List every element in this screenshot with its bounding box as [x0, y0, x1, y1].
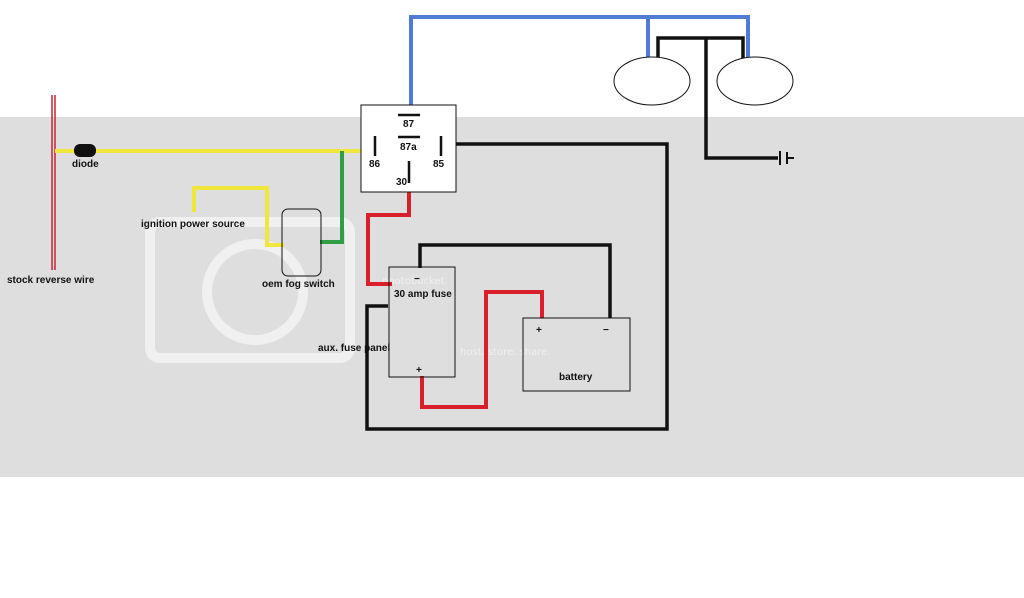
- watermark: photobucket host. store. share.: [145, 217, 551, 363]
- fuse-box: − +: [388, 266, 456, 378]
- background-band: [0, 117, 1024, 477]
- black-wire-lamp-ground: [656, 36, 745, 58]
- stock-reverse-wire: [51, 95, 56, 270]
- relay-pin-87: 87: [403, 119, 415, 130]
- watermark-brand: photobucket: [382, 276, 445, 287]
- aux-fuse-panel-label: aux. fuse panel: [318, 343, 390, 354]
- battery-box: [522, 317, 631, 392]
- fog-lamp-right: [716, 56, 794, 106]
- fuse-label: 30 amp fuse: [394, 289, 452, 300]
- relay-pin-30: 30: [396, 177, 408, 188]
- oem-fog-switch-label: oem fog switch: [262, 279, 335, 290]
- black-wire-relay-85-ground: [365, 142, 669, 431]
- relay-pin-86: 86: [369, 159, 381, 170]
- stock-reverse-wire-label: stock reverse wire: [7, 275, 95, 286]
- battery-minus-sign: −: [603, 325, 609, 336]
- oem-fog-switch-box: [281, 208, 322, 277]
- fuse-minus-sign: −: [414, 274, 420, 285]
- battery-plus-sign: +: [536, 325, 542, 336]
- battery-label: battery: [559, 372, 593, 383]
- black-wire-battery-negative: [418, 243, 612, 318]
- ground-symbol: [779, 151, 794, 165]
- red-wire-relay-30: [366, 188, 411, 286]
- fuse-box-outline: [388, 266, 456, 378]
- fog-lamp-left: [613, 56, 691, 106]
- watermark-frame: [145, 217, 355, 363]
- black-wire-ground-drop: [704, 38, 778, 160]
- battery: + − battery: [522, 317, 631, 392]
- watermark-lens: [202, 239, 308, 345]
- relay-pin-85: 85: [433, 159, 445, 170]
- ignition-power-source-label: ignition power source: [141, 219, 245, 230]
- green-wire-switch: [320, 151, 344, 244]
- diode-symbol: [74, 144, 96, 157]
- relay: 87 87a 86 85 30: [360, 104, 457, 193]
- diode-label: diode: [72, 159, 99, 170]
- blue-wire-output: [409, 15, 750, 108]
- yellow-wire-ignition: [192, 186, 284, 247]
- watermark-tagline: host. store. share.: [460, 347, 551, 358]
- fuse-plus-sign: +: [416, 365, 422, 376]
- red-wire-battery-positive: [420, 290, 544, 409]
- relay-pin-87a: 87a: [400, 142, 417, 153]
